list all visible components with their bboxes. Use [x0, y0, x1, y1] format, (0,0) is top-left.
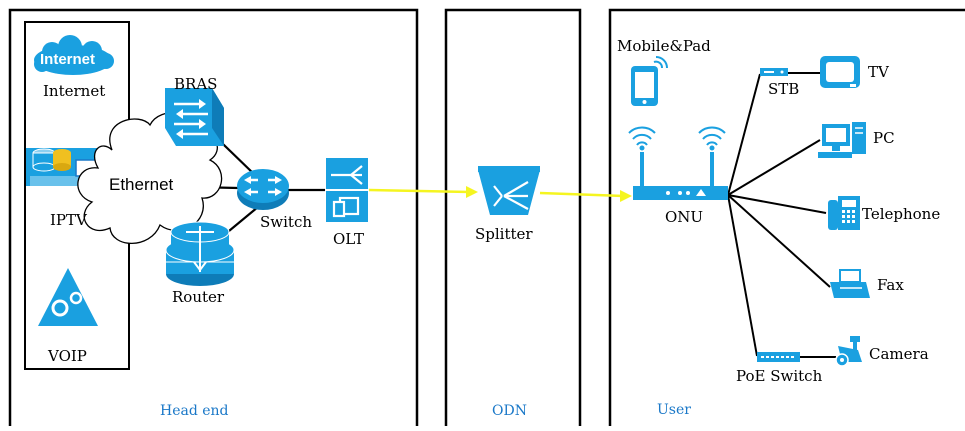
switch-icon — [237, 169, 289, 210]
tv-icon — [820, 56, 860, 88]
splitter-icon — [478, 166, 540, 215]
user-links — [727, 72, 836, 358]
odn-panel — [444, 8, 582, 426]
stb-label: STB — [768, 80, 800, 98]
tv-label: TV — [868, 63, 889, 81]
pc-icon — [818, 122, 866, 158]
olt-label: OLT — [333, 230, 365, 248]
pc-label: PC — [873, 129, 895, 147]
head-end-panel — [8, 8, 419, 426]
splitter-label: Splitter — [475, 225, 533, 243]
camera-label: Camera — [869, 345, 929, 363]
voip-icon — [38, 268, 98, 326]
onu-icon — [628, 126, 728, 200]
mobile-label: Mobile&Pad — [617, 37, 711, 55]
router-icon — [165, 221, 235, 286]
olt-icon — [326, 158, 368, 222]
section-user: User — [657, 402, 691, 418]
fiber-links — [368, 186, 632, 202]
user-panel — [608, 8, 965, 426]
mobile-icon — [631, 56, 668, 106]
onu-label: ONU — [665, 208, 704, 226]
stb-icon — [760, 68, 788, 76]
telephone-label: Telephone — [862, 205, 941, 223]
camera-icon — [835, 336, 862, 367]
telephone-icon — [828, 196, 860, 230]
section-odn: ODN — [492, 403, 527, 419]
router-label: Router — [172, 288, 225, 306]
voip-label: VOIP — [48, 347, 87, 365]
internet-logo-text: Internet — [40, 51, 96, 68]
switch-label: Switch — [260, 213, 313, 231]
fax-icon — [830, 269, 870, 298]
fax-label: Fax — [877, 276, 904, 294]
poe-switch-label: PoE Switch — [736, 367, 823, 385]
bras-icon — [165, 88, 224, 146]
poe-switch-icon — [757, 352, 800, 362]
section-head-end: Head end — [160, 403, 229, 419]
iptv-label: IPTV — [50, 211, 87, 229]
internet-cloud-icon — [34, 35, 114, 75]
bras-label: BRAS — [174, 75, 218, 93]
internet-label: Internet — [43, 82, 106, 100]
ethernet-label: Ethernet — [109, 175, 174, 194]
